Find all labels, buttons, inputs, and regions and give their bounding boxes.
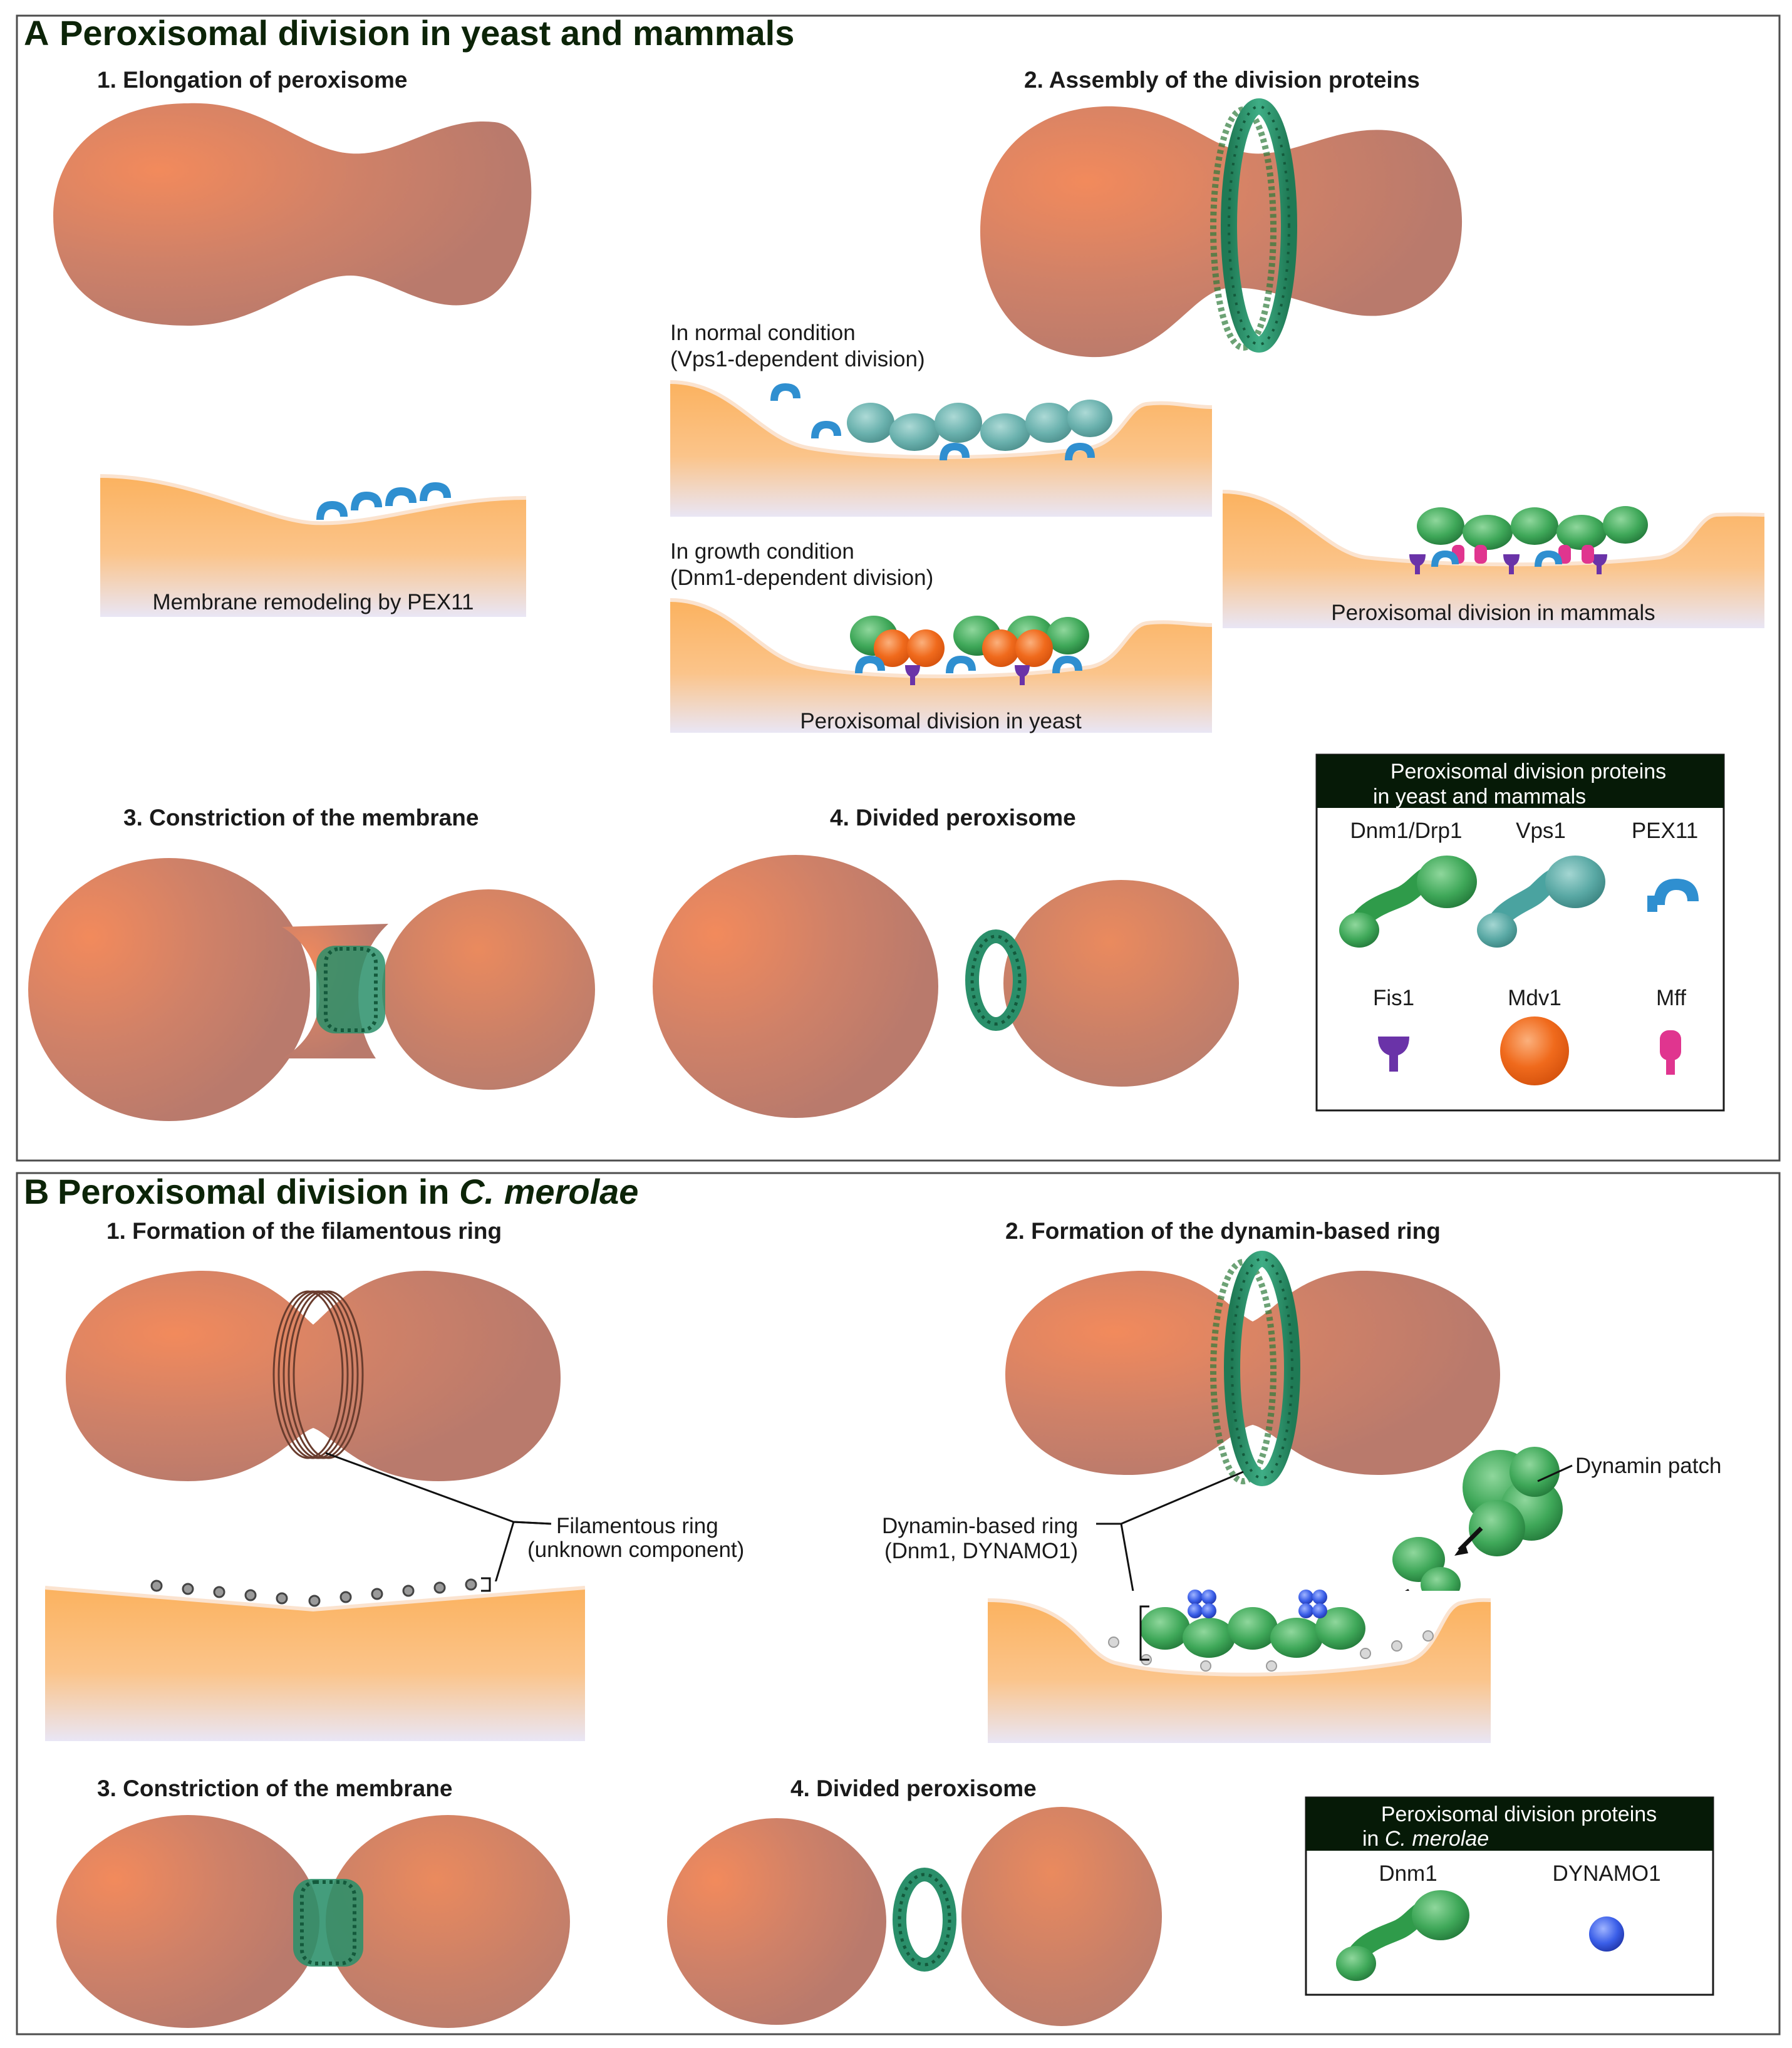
legend-b-title-line1: Peroxisomal division proteins bbox=[1381, 1802, 1657, 1826]
legend-a-item-vps1: Vps1 bbox=[1516, 819, 1566, 843]
mammal-membrane-box: Peroxisomal division in mammals bbox=[1222, 490, 1765, 628]
legend-b-item-dynamo1: DYNAMO1 bbox=[1552, 1861, 1660, 1886]
pex11-cluster bbox=[316, 482, 451, 520]
legend-b-title-line2: in C. merolae bbox=[1362, 1827, 1489, 1851]
filamentous-ring-label-line1: Filamentous ring bbox=[556, 1514, 718, 1538]
panel-b-frame bbox=[16, 1172, 1781, 2035]
divided-peroxisome-b-left bbox=[667, 1818, 886, 2025]
growth-condition-line1: In growth condition bbox=[670, 539, 854, 564]
drp1-polymer-mammal bbox=[1417, 506, 1648, 550]
panel-b-title: Peroxisomal division in C. merolae bbox=[58, 1172, 638, 1211]
peroxisome-filamentous bbox=[66, 1271, 561, 1481]
dynamin-ring-assembly bbox=[1210, 98, 1297, 353]
filamentous-ring bbox=[272, 1290, 364, 1459]
dynamin-icon bbox=[1336, 1890, 1469, 1981]
dynamin-ring-label-line1: Dynamin-based ring bbox=[882, 1514, 1078, 1538]
normal-condition-line2: (Vps1-dependent division) bbox=[670, 347, 925, 371]
legend-yeast-mammals: Peroxisomal division proteins in yeast a… bbox=[1315, 753, 1725, 1112]
panel-a-step4-label: 4. Divided peroxisome bbox=[830, 805, 1076, 830]
dynamin-ring-membrane-box bbox=[987, 1590, 1491, 1743]
peroxisome-dynamin-ring bbox=[1005, 1271, 1500, 1475]
constricting-peroxisome-b-right bbox=[326, 1815, 570, 2028]
divided-peroxisome-b-right bbox=[961, 1807, 1162, 2026]
dynamo1-clusters bbox=[1188, 1590, 1327, 1618]
panel-a-letter: A bbox=[24, 13, 49, 53]
pex11-caption: Membrane remodeling by PEX11 bbox=[153, 590, 474, 614]
legend-a-title-line2: in yeast and mammals bbox=[1373, 785, 1586, 809]
legend-a-item-pex11: PEX11 bbox=[1632, 819, 1698, 843]
divided-peroxisome-left bbox=[653, 855, 938, 1118]
panel-b-step2-label: 2. Formation of the dynamin-based ring bbox=[1005, 1218, 1441, 1244]
constricting-peroxisome-right bbox=[382, 889, 595, 1090]
panel-a-step1-label: 1. Elongation of peroxisome bbox=[97, 67, 407, 93]
legend-a-item-mff: Mff bbox=[1656, 986, 1686, 1010]
vps1-polymer bbox=[847, 400, 1112, 451]
mammal-division-caption: Peroxisomal division in mammals bbox=[1331, 601, 1655, 625]
dynamo1-icon bbox=[1589, 1916, 1624, 1952]
fis1-mff-pex11-mammal bbox=[1409, 545, 1607, 574]
dnm1-polymer-cmerolae bbox=[1140, 1607, 1365, 1658]
dynamin-ring-b bbox=[1210, 1251, 1300, 1486]
constriction-ring-b bbox=[293, 1879, 363, 1967]
vps1-membrane-box bbox=[670, 380, 1213, 517]
panel-b-step3-label: 3. Constriction of the membrane bbox=[97, 1776, 452, 1801]
legend-b-item-dnm1: Dnm1 bbox=[1379, 1861, 1437, 1886]
elongated-peroxisome bbox=[53, 103, 532, 326]
panel-a-frame bbox=[16, 14, 1781, 1162]
filamentous-ring-label-line2: (unknown component) bbox=[527, 1538, 744, 1562]
fis1-icon bbox=[1378, 1037, 1409, 1072]
normal-condition-line1: In normal condition bbox=[670, 321, 856, 345]
dnm1-yeast-membrane-box: Peroxisomal division in yeast bbox=[670, 598, 1213, 733]
panel-a-step2-label: 2. Assembly of the division proteins bbox=[1024, 67, 1420, 93]
constriction-ring-a bbox=[316, 946, 385, 1033]
panel-b-step1-label: 1. Formation of the filamentous ring bbox=[106, 1218, 502, 1244]
legend-a-item-dnm1: Dnm1/Drp1 bbox=[1350, 819, 1463, 843]
yeast-division-caption: Peroxisomal division in yeast bbox=[800, 709, 1082, 733]
constricting-peroxisome-b-left bbox=[56, 1815, 319, 2028]
fis1-pex11-yeast bbox=[855, 656, 1082, 685]
legend-a-item-mdv1: Mdv1 bbox=[1508, 986, 1562, 1010]
divided-peroxisome-right bbox=[1003, 880, 1239, 1087]
panel-a-step3-label: 3. Constriction of the membrane bbox=[123, 805, 479, 830]
divided-ring-b bbox=[893, 1868, 956, 1972]
filament-membrane-box bbox=[44, 1577, 586, 1741]
dynamin-ring-label-line2: (Dnm1, DYNAMO1) bbox=[884, 1539, 1078, 1563]
pex11-on-vps1-membrane bbox=[770, 383, 1095, 460]
legend-a-item-fis1: Fis1 bbox=[1373, 986, 1414, 1010]
pex11-membrane-box: Membrane remodeling by PEX11 bbox=[100, 474, 527, 617]
growth-condition-line2: (Dnm1-dependent division) bbox=[670, 566, 933, 590]
dynamin-patch bbox=[1463, 1447, 1563, 1556]
panel-b-step4-label: 4. Divided peroxisome bbox=[790, 1776, 1037, 1801]
pex11-icon bbox=[1647, 879, 1699, 912]
panel-b-letter: B bbox=[24, 1172, 49, 1211]
dynamin-icon bbox=[1339, 856, 1477, 948]
divided-ring-a bbox=[965, 929, 1027, 1031]
legend-cmerolae: Peroxisomal division proteins in C. mero… bbox=[1305, 1796, 1714, 1996]
filament-dots bbox=[150, 1578, 477, 1607]
mdv1-icon bbox=[1500, 1016, 1569, 1085]
mff-icon bbox=[1660, 1030, 1681, 1075]
legend-a-title-line1: Peroxisomal division proteins bbox=[1391, 760, 1666, 784]
panel-a-title: Peroxisomal division in yeast and mammal… bbox=[60, 13, 794, 53]
constricting-peroxisome-left bbox=[28, 858, 310, 1121]
dynamin-patch-label: Dynamin patch bbox=[1575, 1454, 1721, 1478]
vps1-icon bbox=[1477, 856, 1605, 948]
mdv1-adaptors bbox=[874, 629, 1053, 667]
